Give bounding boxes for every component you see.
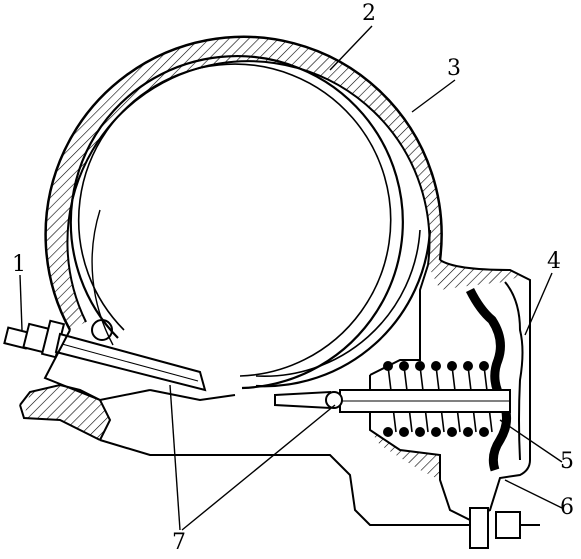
callout-label-6: 6 [560, 495, 574, 520]
callout-label-3: 3 [447, 56, 461, 81]
lower-body-hatch [24, 385, 110, 440]
bottom-fitting [469, 507, 540, 549]
adjusting-screw [3, 319, 207, 392]
lower-body [19, 329, 470, 526]
callout-label-4: 4 [547, 249, 561, 274]
brake-drum [69, 55, 432, 390]
chamber-lower-hatch [370, 430, 440, 480]
callout-label-1: 1 [12, 252, 26, 277]
push-rod [274, 389, 511, 413]
diaphragm-housing-hatch [428, 260, 520, 290]
callout-label-5: 5 [560, 449, 574, 474]
leader-lines [19, 25, 563, 531]
housing-shell [44, 35, 443, 331]
callout-label-2: 2 [362, 1, 376, 26]
callout-label-7: 7 [172, 530, 186, 555]
diaphragm [465, 287, 511, 472]
housing-wall-hatch [45, 36, 442, 330]
pin-hole [91, 319, 113, 341]
